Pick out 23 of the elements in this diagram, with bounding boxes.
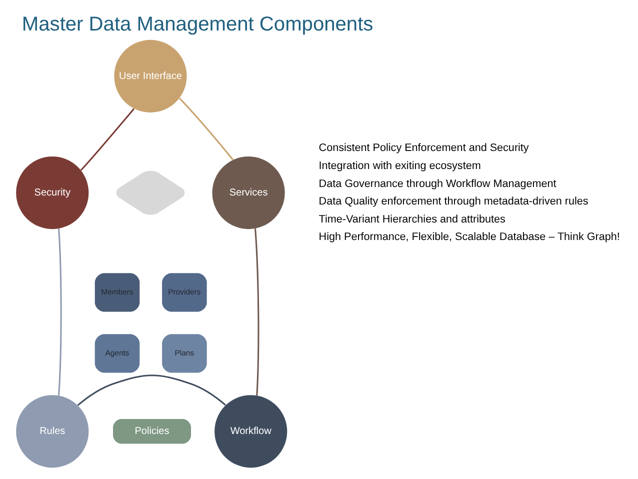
label: Data Governance through Workflow Management [318, 178, 556, 190]
connector [80, 108, 135, 171]
label: Data Quality enforcement through metadata-driven rules [318, 196, 588, 208]
node-box: Policies [113, 419, 191, 444]
label: Time-Variant Hierarchies and attributes [318, 213, 506, 226]
diagram-title: Master Data Management Components [22, 13, 374, 36]
node-box: Plans [162, 334, 207, 373]
connector [178, 98, 234, 160]
node-circle: Security [16, 156, 89, 230]
node-box: Agents [94, 334, 140, 373]
node-circle: Services [212, 156, 285, 230]
connector [58, 228, 62, 396]
node-box: Providers [162, 273, 207, 312]
node-circle: Rules [16, 395, 89, 468]
label: Consistent Policy Enforcement and Security [318, 142, 529, 154]
node-box: Members [94, 273, 140, 312]
node-circle: Workflow [214, 395, 288, 468]
node-circle: User Interface [114, 40, 187, 112]
label: Integration with exiting ecosystem [318, 160, 481, 172]
label: High Performance, Flexible, Scalable Database – Think Graph! [318, 231, 620, 244]
connector [77, 374, 226, 406]
connector [254, 228, 260, 396]
node-diamond [116, 170, 185, 215]
